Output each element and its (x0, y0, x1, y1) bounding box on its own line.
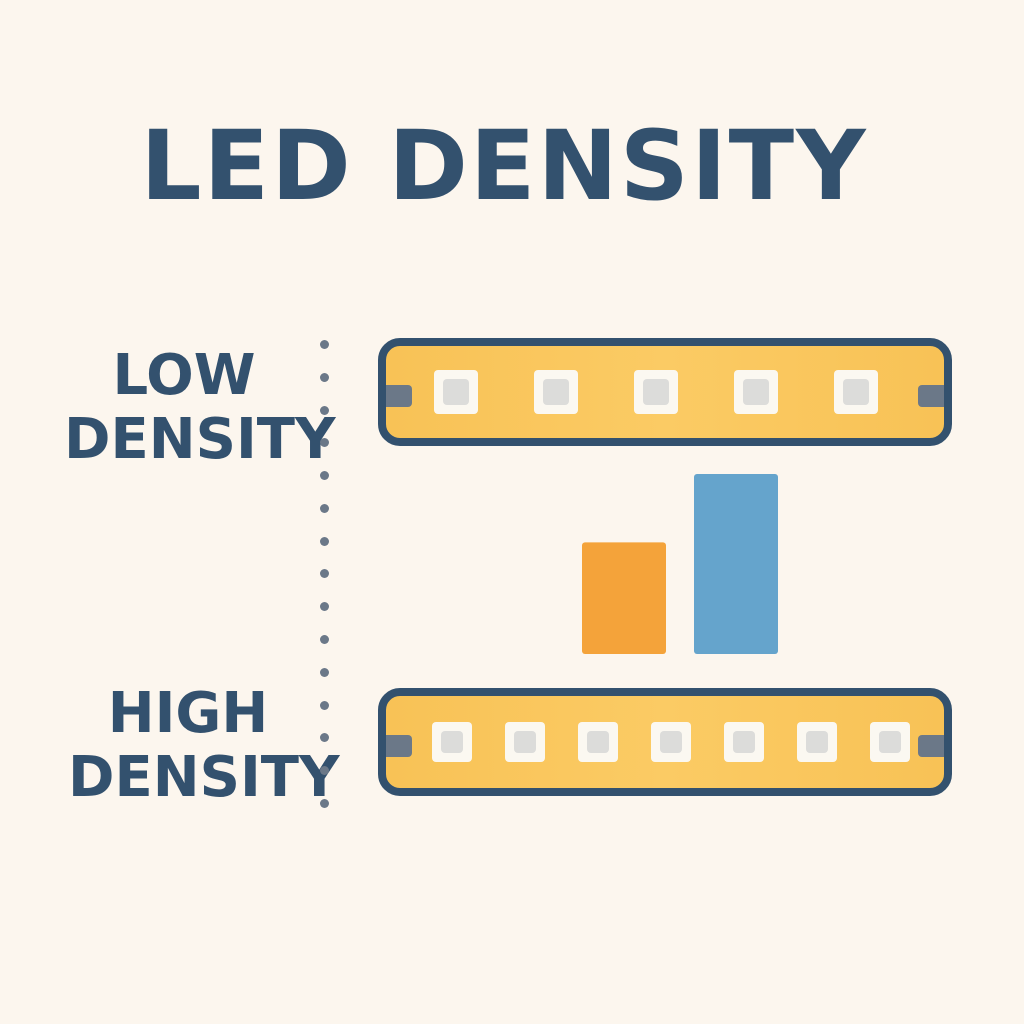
divider-dot (319, 798, 329, 808)
low-density-label: LOW DENSITY (64, 343, 336, 472)
led-chip-icon (432, 722, 472, 762)
divider-dot (319, 405, 329, 415)
divider-dot (319, 602, 329, 612)
low-density-label-line-2: DENSITY (64, 407, 336, 472)
led-chip-core (733, 731, 755, 753)
page-title: LED DENSITY (140, 110, 868, 222)
high-density-led-strip (378, 688, 952, 796)
led-chip-icon (834, 370, 878, 414)
strip-connector-icon (918, 385, 944, 407)
dotted-divider (319, 340, 329, 808)
led-chip-icon (505, 722, 545, 762)
led-row (432, 696, 910, 788)
led-chip-core (587, 731, 609, 753)
led-chip-core (441, 731, 463, 753)
led-row (434, 346, 878, 438)
led-chip-core (543, 379, 569, 405)
strip-connector-icon (386, 735, 412, 757)
low-density-label-line-1: LOW (112, 343, 256, 408)
bar-low-density (582, 542, 666, 654)
led-chip-icon (734, 370, 778, 414)
high-density-label-line-2: DENSITY (68, 745, 340, 810)
led-chip-core (843, 379, 869, 405)
led-chip-core (743, 379, 769, 405)
divider-dot (319, 635, 329, 645)
led-chip-icon (724, 722, 764, 762)
divider-dot (319, 667, 329, 677)
led-chip-core (660, 731, 682, 753)
led-chip-icon (534, 370, 578, 414)
led-chip-core (643, 379, 669, 405)
strip-connector-icon (386, 385, 412, 407)
bar-high-density (694, 474, 778, 654)
divider-dot (319, 471, 329, 481)
led-chip-icon (797, 722, 837, 762)
high-density-label: HIGH DENSITY (68, 681, 340, 810)
divider-dot (319, 438, 329, 448)
strip-connector-icon (918, 735, 944, 757)
high-density-label-line-1: HIGH (107, 681, 269, 746)
low-density-led-strip (378, 338, 952, 446)
led-chip-core (806, 731, 828, 753)
divider-dot (319, 340, 329, 349)
divider-dot (319, 536, 329, 546)
led-chip-icon (578, 722, 618, 762)
led-chip-icon (434, 370, 478, 414)
led-chip-icon (634, 370, 678, 414)
led-chip-core (514, 731, 536, 753)
divider-dot (319, 503, 329, 513)
led-chip-icon (651, 722, 691, 762)
divider-dot (319, 733, 329, 743)
divider-dot (319, 766, 329, 776)
divider-dot (319, 569, 329, 579)
bar-comparison-icon (582, 474, 778, 654)
divider-dot (319, 700, 329, 710)
led-chip-core (443, 379, 469, 405)
led-chip-icon (870, 722, 910, 762)
led-chip-core (879, 731, 901, 753)
divider-dot (319, 372, 329, 382)
